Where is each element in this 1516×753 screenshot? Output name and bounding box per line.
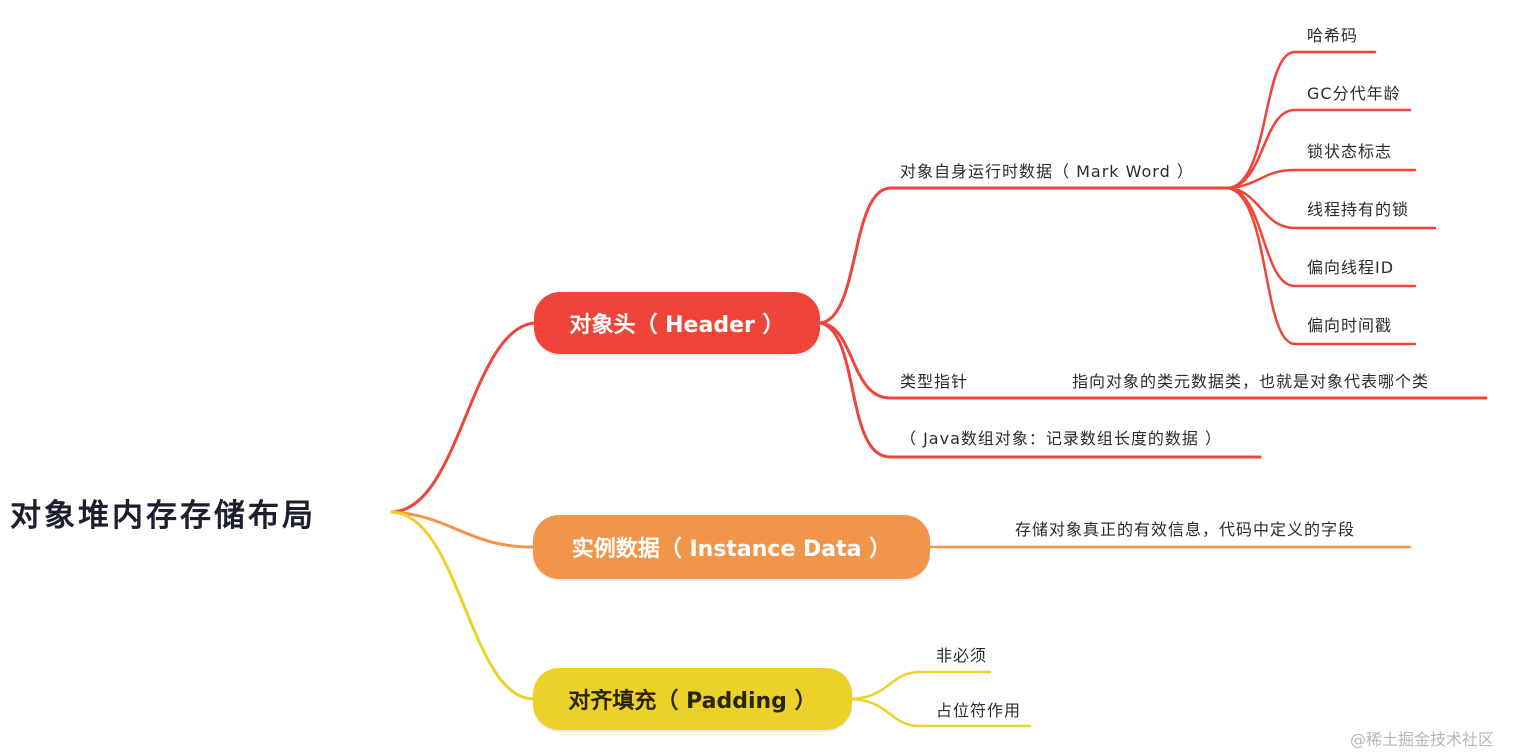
- connector-padding-item-0: [850, 670, 992, 701]
- node-mark-word[interactable]: 对象自身运行时数据（ Mark Word ）: [900, 162, 1194, 181]
- node-header[interactable]: 对象头（ Header ）: [534, 292, 820, 354]
- node-markword-item[interactable]: 偏向线程ID: [1307, 258, 1395, 277]
- connector-root-header: [390, 321, 536, 514]
- connector-markword-item-2: [1226, 168, 1417, 190]
- root-title: 对象堆内存存储布局: [10, 498, 316, 534]
- node-markword-item[interactable]: 线程持有的锁: [1307, 200, 1410, 219]
- watermark: @稀土掘金技术社区: [1350, 730, 1495, 749]
- connector-markword-item-1: [1226, 108, 1412, 190]
- node-markword-item[interactable]: 锁状态标志: [1307, 142, 1393, 161]
- connector-root-instance: [390, 510, 536, 549]
- node-padding-item[interactable]: 占位符作用: [936, 701, 1022, 720]
- connector-padding-item-1: [850, 697, 1032, 728]
- node-type-pointer[interactable]: 类型指针: [900, 372, 969, 391]
- node-markword-item[interactable]: GC分代年龄: [1307, 84, 1401, 103]
- node-markword-item[interactable]: 哈希码: [1307, 26, 1359, 45]
- connector-header-markword: [818, 186, 1230, 325]
- node-markword-item[interactable]: 偏向时间戳: [1307, 316, 1393, 335]
- node-array-length[interactable]: （ Java数组对象：记录数组长度的数据 ）: [900, 429, 1222, 448]
- node-padding-label: 对齐填充（ Padding ）: [568, 689, 817, 714]
- node-instance-data[interactable]: 实例数据（ Instance Data ）: [533, 515, 930, 579]
- node-instance-label: 实例数据（ Instance Data ）: [571, 537, 892, 562]
- node-padding-item[interactable]: 非必须: [936, 646, 988, 665]
- node-type-pointer-desc[interactable]: 指向对象的类元数据类，也就是对象代表哪个类: [1072, 372, 1430, 391]
- connector-markword-item-5: [1226, 186, 1417, 346]
- node-instance-desc[interactable]: 存储对象真正的有效信息，代码中定义的字段: [1015, 520, 1356, 539]
- connector-root-padding: [390, 510, 536, 701]
- connector-markword-item-3: [1226, 186, 1437, 230]
- node-header-label: 对象头（ Header ）: [569, 313, 785, 338]
- connector-header-arraylength: [818, 321, 1262, 459]
- node-padding[interactable]: 对齐填充（ Padding ）: [533, 668, 852, 730]
- connector-markword-item-0: [1226, 50, 1377, 190]
- connector-header-typepointer: [818, 321, 1488, 400]
